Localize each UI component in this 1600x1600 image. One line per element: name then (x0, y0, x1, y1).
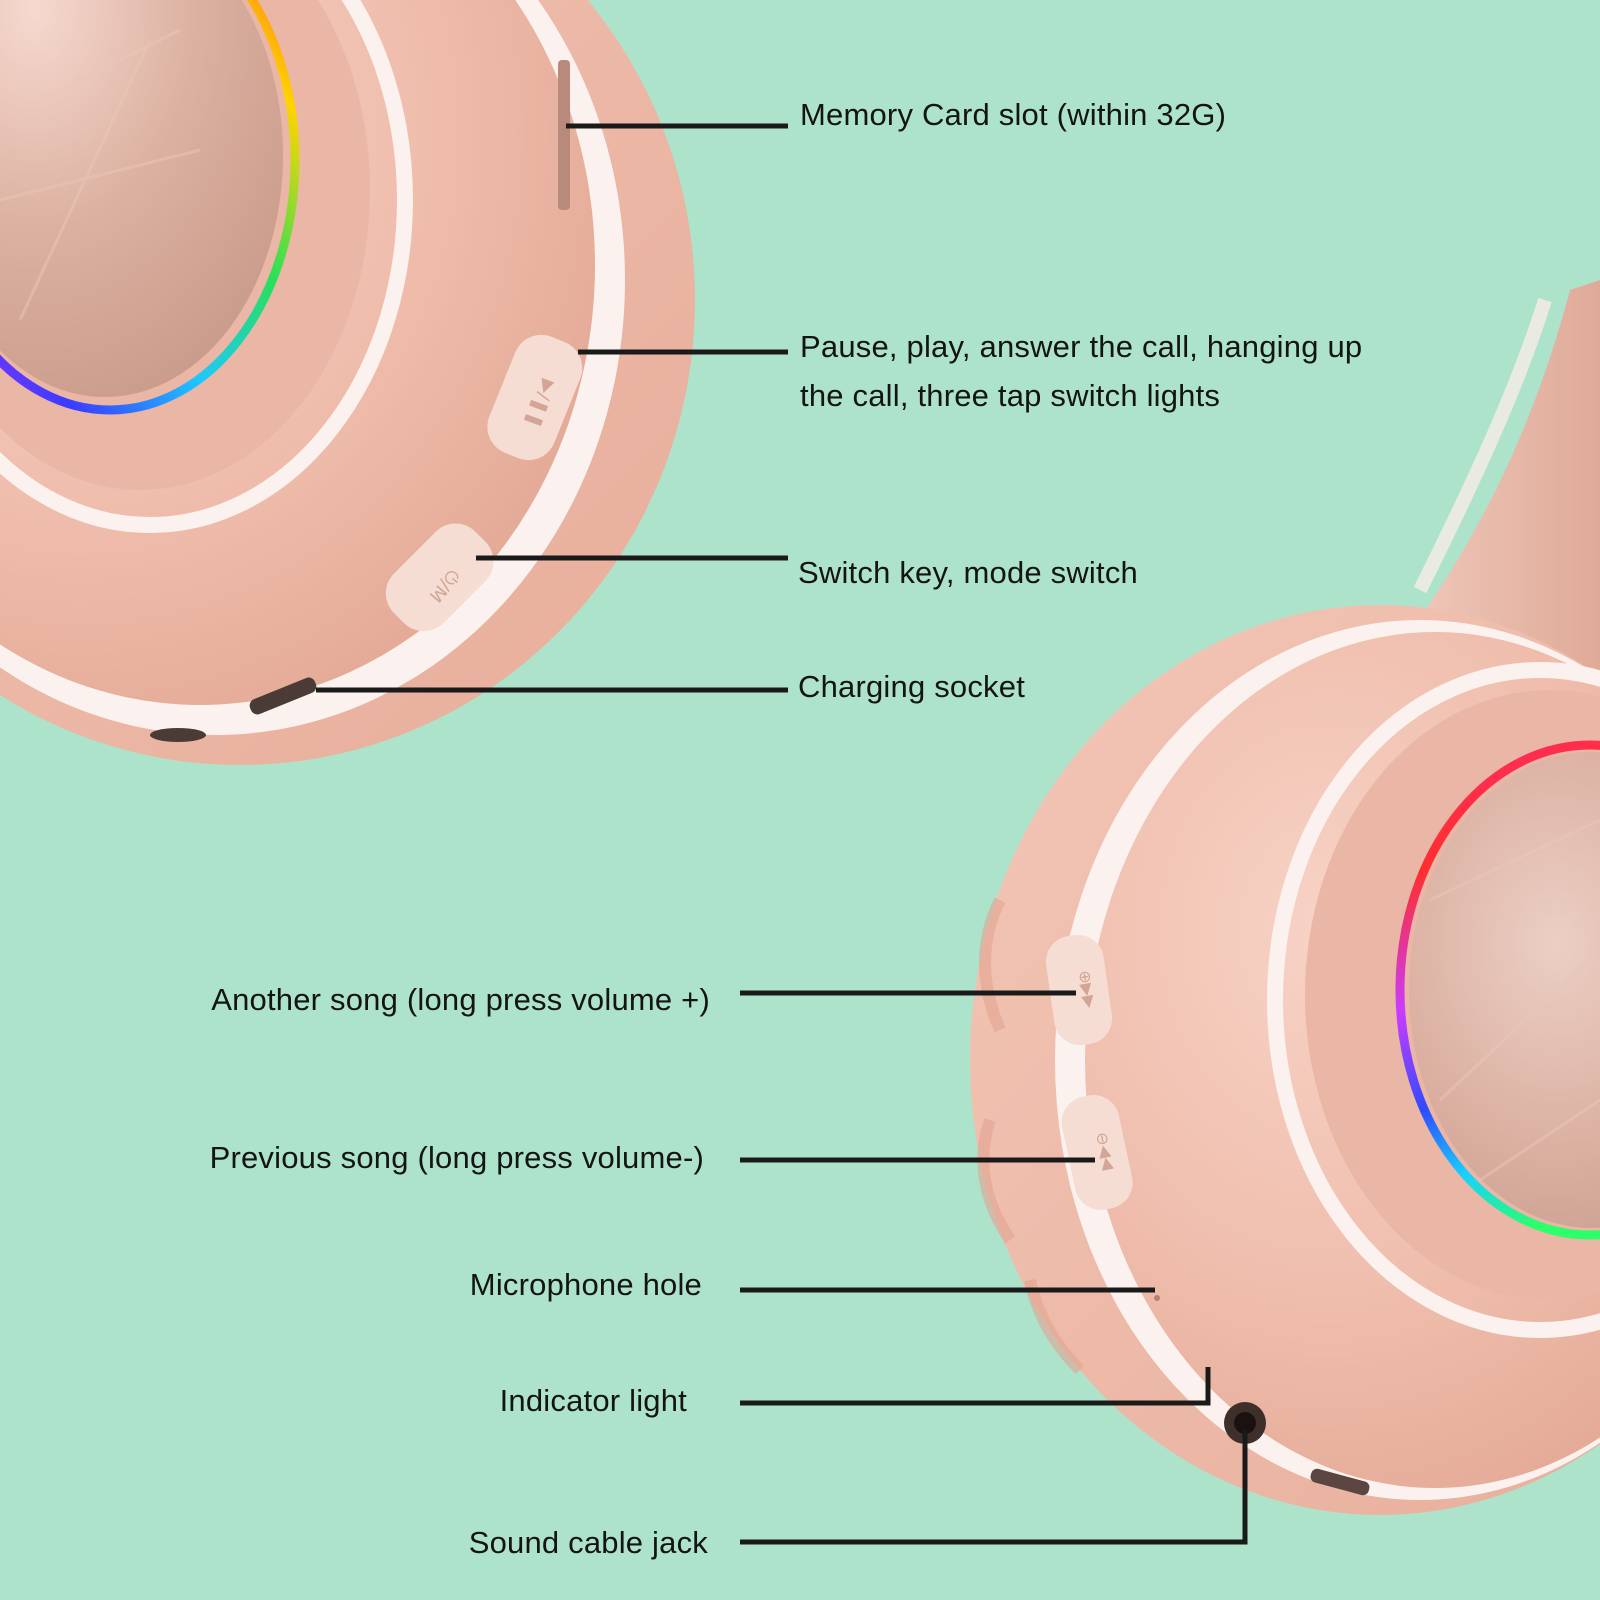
label-indicator-light: Indicator light (499, 1383, 687, 1418)
label-switch-key: Switch key, mode switch (798, 555, 1138, 590)
right-ear-cup: ⊕▶▶ ⊖◀◀ (970, 280, 1600, 1515)
label-pause-play-line1: Pause, play, answer the call, hanging up (800, 329, 1363, 364)
leader-line-indicator (740, 1367, 1211, 1406)
label-previous-song: Previous song (long press volume-) (209, 1140, 704, 1175)
leader-line-sound-jack (740, 1430, 1248, 1545)
label-memory-card-slot: Memory Card slot (within 32G) (800, 97, 1227, 132)
label-sound-cable-jack: Sound cable jack (468, 1525, 708, 1560)
label-pause-play-line2: the call, three tap switch lights (800, 378, 1221, 413)
label-charging-socket: Charging socket (798, 669, 1026, 704)
label-microphone-hole: Microphone hole (469, 1267, 702, 1302)
left-ear-cup: ▶/❚❚ ⏻/M (0, 0, 695, 765)
label-another-song: Another song (long press volume +) (211, 982, 710, 1017)
